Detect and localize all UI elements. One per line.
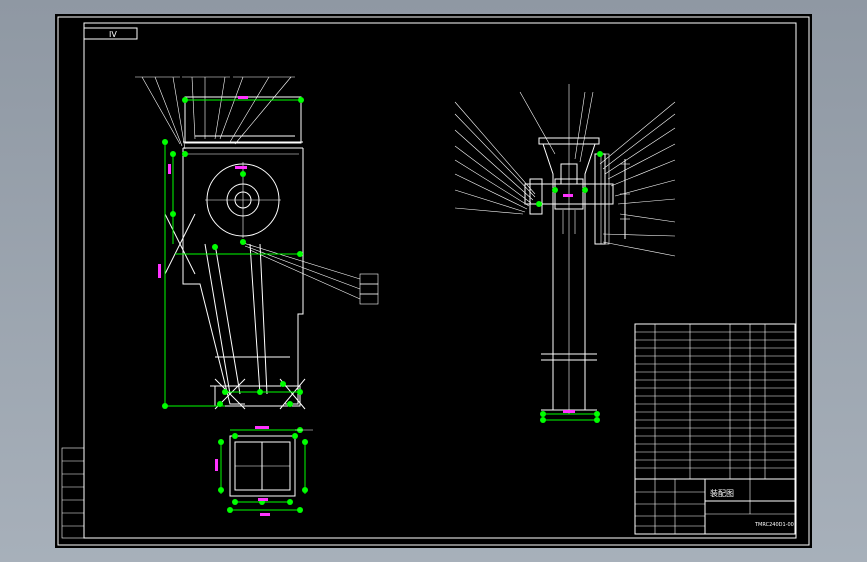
drawing-canvas: IV	[57, 16, 810, 546]
front-view	[135, 76, 379, 410]
outer-border	[57, 16, 810, 546]
parts-list	[634, 323, 796, 480]
view-label-box	[83, 27, 138, 40]
title-block: 装配图 TMRC240D1-00	[634, 478, 796, 535]
inner-border	[83, 22, 797, 539]
drawing-name: 装配图	[710, 488, 734, 498]
view-label: IV	[109, 30, 117, 39]
drawing-sheet[interactable]: IV	[55, 14, 812, 548]
plan-view	[215, 426, 313, 516]
drawing-number: TMRC240D1-00	[754, 522, 794, 528]
margin-table	[61, 447, 85, 539]
side-view	[454, 84, 676, 423]
